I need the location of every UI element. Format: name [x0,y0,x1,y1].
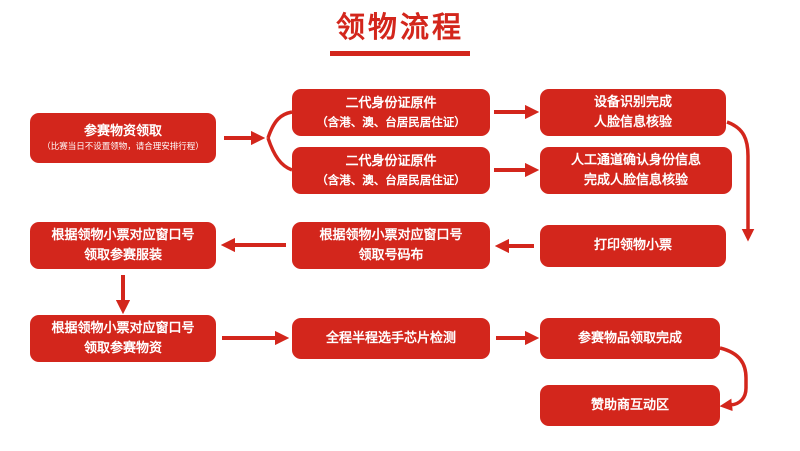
box-text: 人工通道确认身份信息 [570,153,701,168]
box-subtext: （含港、澳、台居民居住证） [316,114,466,129]
flow-box-kit-pickup: 根据领物小票对应窗口号 领取参赛物资 [30,315,216,362]
box-text: 参赛物品领取完成 [577,330,682,346]
flow-box-device-face-verify: 设备识别完成 人脸信息核验 [540,89,726,136]
flow-box-manual-face-verify: 人工通道确认身份信息 完成人脸信息核验 [540,147,732,194]
box-text: 赞助商互动区 [590,397,669,413]
box-text: 根据领物小票对应窗口号 [51,321,195,336]
page-title: 领物流程 [329,4,470,56]
box-text: 领取号码布 [358,247,424,263]
fork-branch-bottom [266,137,293,172]
box-text: 打印领物小票 [593,238,672,254]
flow-box-chip-test: 全程半程选手芯片检测 [292,318,490,359]
flow-box-pickup-complete: 参赛物品领取完成 [540,318,720,359]
flow-box-print-ticket: 打印领物小票 [540,225,726,267]
box-text: 二代身份证原件 [345,154,437,170]
box-subtext: （比赛当日不设置领物，请合理安排行程） [42,141,204,152]
box-text: 参赛物资领取 [83,124,162,140]
box-text: 根据领物小票对应窗口号 [319,228,463,243]
page-title-wrap: 领物流程 [0,4,800,56]
flow-box-bib-pickup: 根据领物小票对应窗口号 领取号码布 [292,222,490,269]
box-text: 领取参赛服装 [83,247,162,263]
flow-box-materials-pickup: 参赛物资领取 （比赛当日不设置领物，请合理安排行程） [30,113,216,163]
box-text: 全程半程选手芯片检测 [325,330,456,346]
box-text: 完成人脸信息核验 [583,172,688,188]
box-subtext: （含港、澳、台居民居住证） [316,172,466,187]
box-text: 领取参赛物资 [83,340,162,356]
box-text: 二代身份证原件 [345,96,437,112]
fork-branch-top [266,110,293,139]
flow-box-id-card-a: 二代身份证原件 （含港、澳、台居民居住证） [292,89,490,136]
flow-box-apparel-pickup: 根据领物小票对应窗口号 领取参赛服装 [30,222,216,269]
box-text: 根据领物小票对应窗口号 [51,228,195,243]
flow-box-id-card-b: 二代身份证原件 （含港、澳、台居民居住证） [292,147,490,194]
box-text: 人脸信息核验 [593,114,672,130]
curve-complete-to-sponsor [719,346,748,412]
box-text: 设备识别完成 [593,95,672,110]
flow-box-sponsor-zone: 赞助商互动区 [540,385,720,426]
